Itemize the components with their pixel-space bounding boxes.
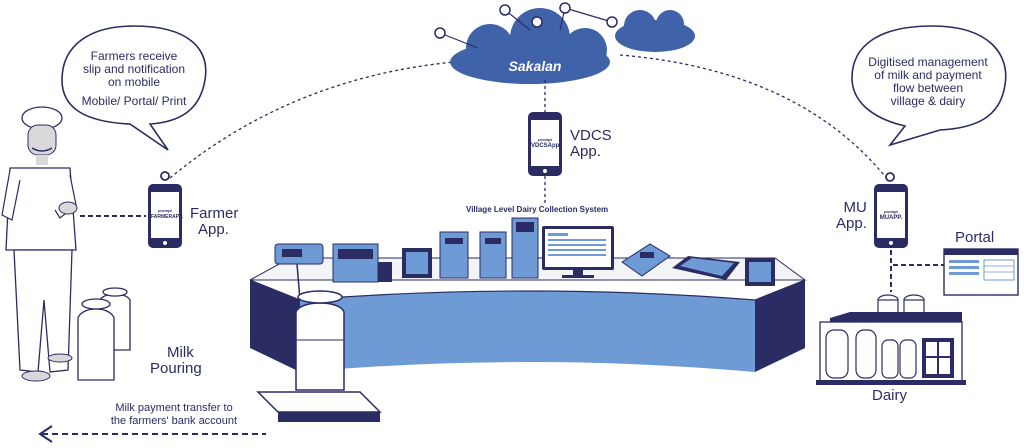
- farmer-bubble-text: Farmers receive slip and notification on…: [68, 50, 200, 108]
- vdcs-label-line2: App.: [570, 143, 601, 160]
- milk-pouring-line1: Milk: [167, 344, 194, 361]
- dairy-label: Dairy: [872, 388, 907, 404]
- payment-label: Milk payment transfer to the farmers' ba…: [84, 402, 264, 428]
- farmer-bubble-line2: slip and notification: [82, 62, 186, 76]
- mu-screen-label: prompt MUAPP.: [877, 208, 905, 222]
- payment-arrow: [38, 425, 266, 443]
- vdcs-screen-label: prompt VDCSApp.: [531, 136, 561, 150]
- farmer-label-line2: App.: [198, 221, 229, 238]
- payment-line1: Milk payment transfer to: [115, 402, 233, 414]
- milk-can-on-scale: [256, 290, 382, 422]
- equipment-row: [274, 217, 775, 301]
- portal-screen: [943, 248, 1019, 296]
- milk-pouring-line2: Pouring: [150, 360, 202, 377]
- dairy-bubble-line4: village & dairy: [890, 94, 966, 108]
- farmer-screen-label: prompt FARMERAPP.: [151, 208, 184, 220]
- vdcs-label-line1: VDCS: [570, 127, 612, 144]
- mu-app-label: MU App.: [836, 200, 867, 232]
- village-system-text: Village Level Dairy Collection System: [466, 205, 609, 214]
- mu-phone: [874, 172, 944, 292]
- dairy-speech-bubble: [851, 25, 1007, 147]
- vdcs-screen-app: VDCSApp.: [531, 143, 561, 149]
- farmer-bubble-line4: Mobile/ Portal/ Print: [81, 94, 187, 108]
- dairy-bubble-line1: Digitised management: [868, 55, 988, 69]
- dairy-building: [816, 294, 966, 385]
- mu-label-line1: MU: [843, 199, 867, 216]
- logo-text: Sakalan: [508, 58, 562, 74]
- vdcs-phone: [528, 80, 562, 205]
- dairy-label-text: Dairy: [872, 387, 908, 404]
- farmer-phone: [80, 171, 182, 248]
- dairy-bubble-text: Digitised management of milk and payment…: [858, 56, 998, 108]
- cloud-server: [434, 2, 695, 84]
- vdcs-app-label: VDCS App.: [570, 128, 612, 160]
- dairy-bubble-line2: of milk and payment: [874, 68, 982, 82]
- mu-screen-prefix: prompt: [884, 209, 898, 214]
- farmer-label-line1: Farmer: [190, 205, 239, 222]
- portal-label-text: Portal: [955, 229, 995, 246]
- mu-screen-app: MUAPP.: [879, 215, 903, 221]
- farmer-screen-app: FARMERAPP.: [151, 214, 184, 220]
- mu-label-line2: App.: [836, 215, 867, 232]
- connection-arc: [169, 54, 889, 181]
- farmer-figure: [1, 106, 78, 382]
- sakalan-logo: Sakalan: [500, 58, 570, 74]
- farmer-screen-prefix: prompt: [158, 208, 172, 213]
- farmer-speech-bubble: [61, 25, 207, 151]
- dairy-bubble-line3: flow between: [892, 81, 964, 95]
- farmer-bubble-line3: on mobile: [107, 75, 161, 89]
- farmer-bubble-line1: Farmers receive: [90, 49, 178, 63]
- farmer-milk-cans: [77, 287, 131, 381]
- vdcs-screen-prefix: prompt: [538, 137, 552, 142]
- village-system-label: Village Level Dairy Collection System: [466, 205, 608, 214]
- payment-line2: the farmers' bank account: [110, 415, 238, 427]
- portal-label: Portal: [955, 230, 994, 246]
- farmer-app-label: Farmer App.: [190, 206, 238, 238]
- milk-pouring-label: Milk Pouring: [150, 345, 202, 377]
